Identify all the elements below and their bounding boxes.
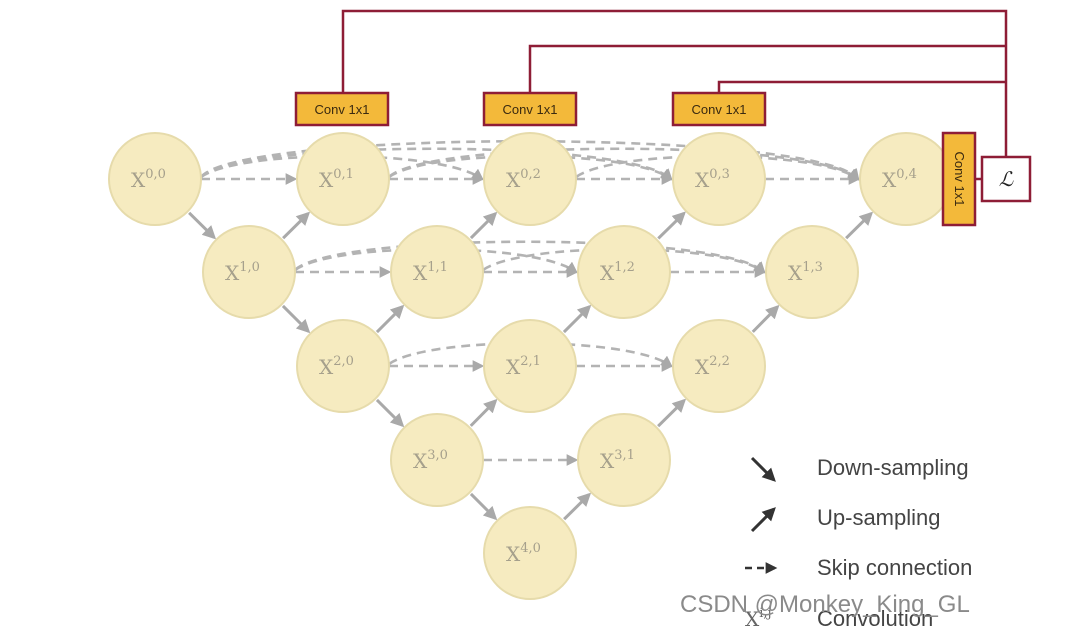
node-x00: X0,0 bbox=[108, 132, 202, 226]
skip-connection-arrow bbox=[200, 147, 673, 181]
node-x13: X1,3 bbox=[765, 225, 859, 319]
supervision-line-2 bbox=[528, 44, 1006, 93]
svg-text:ℒ: ℒ bbox=[999, 167, 1014, 191]
node-x04: X0,4 bbox=[859, 132, 953, 226]
svg-text:Conv 1x1: Conv 1x1 bbox=[692, 102, 747, 117]
legend-conv-symbol: Xi,j bbox=[745, 606, 772, 629]
svg-text:X2,1: X2,1 bbox=[506, 354, 541, 379]
loss-box: ℒ bbox=[980, 155, 1032, 203]
up-sampling-arrow bbox=[562, 304, 592, 334]
conv-box-4: Conv 1x1 bbox=[941, 131, 977, 227]
up-sampling-arrow bbox=[845, 211, 874, 240]
up-sampling-arrow bbox=[469, 398, 498, 427]
down-sampling-arrow bbox=[469, 492, 498, 521]
svg-text:X0,0: X0,0 bbox=[131, 167, 166, 192]
nodes: X0,0 X0,1 X0,2 X0,3 X0,4 X1,0 X1,1 X1,2 bbox=[108, 132, 953, 600]
svg-text:Conv 1x1: Conv 1x1 bbox=[315, 102, 370, 117]
node-x01: X0,1 bbox=[296, 132, 390, 226]
node-x20: X2,0 bbox=[296, 319, 390, 413]
node-x12: X1,2 bbox=[577, 225, 671, 319]
conv-box-3: Conv 1x1 bbox=[671, 91, 767, 127]
svg-text:X1,1: X1,1 bbox=[413, 260, 448, 285]
svg-text:X3,1: X3,1 bbox=[600, 448, 635, 473]
svg-text:X2,2: X2,2 bbox=[695, 354, 730, 379]
svg-text:X1,2: X1,2 bbox=[600, 260, 635, 285]
conv-box-1: Conv 1x1 bbox=[294, 91, 390, 127]
supervision-line-1 bbox=[341, 9, 1008, 157]
node-x30: X3,0 bbox=[390, 413, 484, 507]
down-sampling-arrow bbox=[375, 398, 405, 428]
node-x10: X1,0 bbox=[202, 225, 296, 319]
node-x40: X4,0 bbox=[483, 506, 577, 600]
node-x31: X3,1 bbox=[577, 413, 671, 507]
up-sampling-arrow bbox=[751, 304, 780, 333]
up-sampling-arrow bbox=[282, 211, 311, 240]
supervision-line-3 bbox=[717, 80, 1006, 93]
up-sampling-arrow bbox=[375, 304, 405, 334]
up-sampling-arrow bbox=[469, 211, 498, 240]
skip-connection-arrow bbox=[294, 240, 766, 274]
up-sampling-arrow bbox=[657, 211, 686, 240]
node-x11: X1,1 bbox=[390, 225, 484, 319]
up-sampling-arrow bbox=[563, 492, 592, 521]
down-sampling-legend-arrow bbox=[750, 456, 776, 482]
svg-text:X1,3: X1,3 bbox=[788, 260, 823, 285]
svg-text:X1,0: X1,0 bbox=[225, 260, 260, 285]
deep-supervision-lines bbox=[341, 9, 1008, 181]
up-sampling-arrow bbox=[657, 398, 687, 428]
conv-box-2: Conv 1x1 bbox=[482, 91, 578, 127]
svg-text:X0,1: X0,1 bbox=[319, 167, 354, 192]
svg-text:X0,4: X0,4 bbox=[882, 167, 917, 192]
up-sampling-legend-arrow bbox=[750, 507, 776, 533]
svg-text:Conv 1x1: Conv 1x1 bbox=[952, 152, 967, 207]
node-x22: X2,2 bbox=[672, 319, 766, 413]
skip-connection-arrow bbox=[388, 147, 860, 181]
svg-text:X2,0: X2,0 bbox=[319, 354, 354, 379]
node-x03: X0,3 bbox=[672, 132, 766, 226]
down-sampling-arrow bbox=[281, 304, 311, 334]
legend-conv-label: Convolution bbox=[817, 606, 933, 629]
svg-text:X3,0: X3,0 bbox=[413, 448, 448, 473]
sampling-arrows bbox=[188, 211, 874, 521]
legend-skip-label: Skip connection bbox=[817, 555, 972, 580]
watermark-text: CSDN @Monkey_King_GL bbox=[680, 591, 970, 618]
svg-text:Conv 1x1: Conv 1x1 bbox=[503, 102, 558, 117]
svg-text:X0,2: X0,2 bbox=[506, 167, 541, 192]
legend-down-label: Down-sampling bbox=[817, 455, 969, 480]
legend-up-label: Up-sampling bbox=[817, 505, 941, 530]
svg-text:X0,3: X0,3 bbox=[695, 167, 730, 192]
legend: Down-sampling Up-sampling Skip connectio… bbox=[745, 455, 972, 629]
node-x21: X2,1 bbox=[483, 319, 577, 413]
node-x02: X0,2 bbox=[483, 132, 577, 226]
down-sampling-arrow bbox=[188, 211, 217, 240]
svg-text:X4,0: X4,0 bbox=[506, 541, 541, 566]
